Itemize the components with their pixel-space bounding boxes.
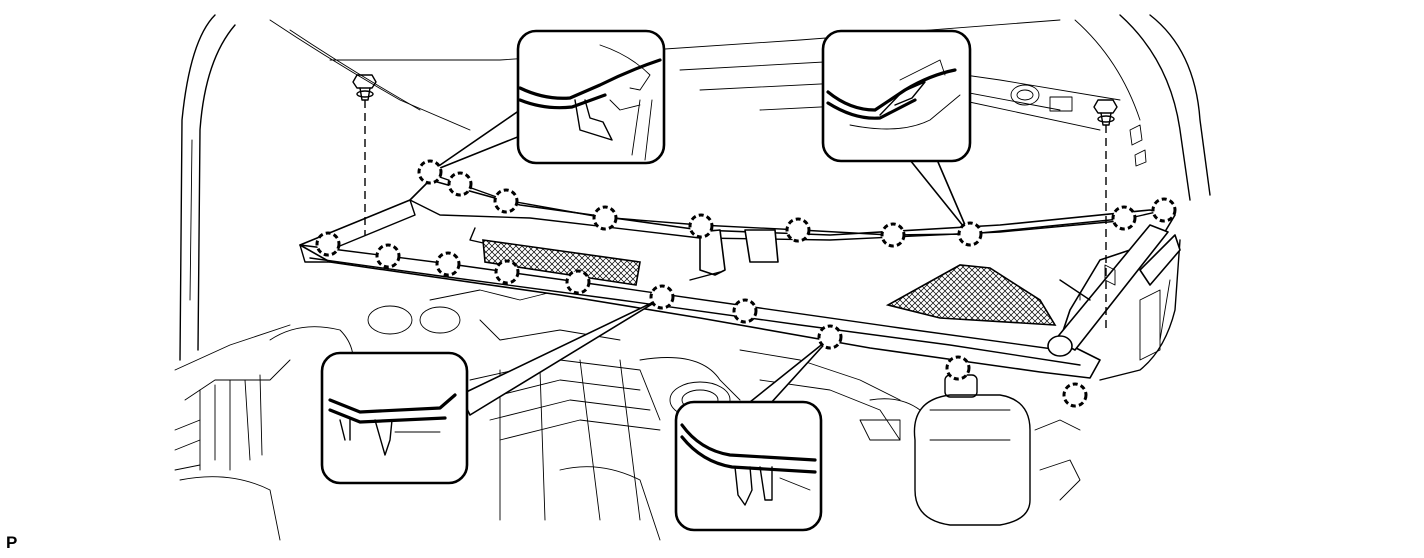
callout-detail-bottom-right <box>674 400 823 532</box>
callout-detail-top-right <box>821 29 972 163</box>
callout-detail-top-left <box>516 29 666 165</box>
clip-fastener-left <box>352 74 377 235</box>
clip-fastener-right <box>1093 99 1118 330</box>
figure-corner-code: P <box>6 533 18 552</box>
callout-detail-bottom-left <box>320 351 469 485</box>
cowl-top-ventilator-louver <box>299 179 1181 379</box>
retaining-clip-icon <box>315 159 1177 408</box>
